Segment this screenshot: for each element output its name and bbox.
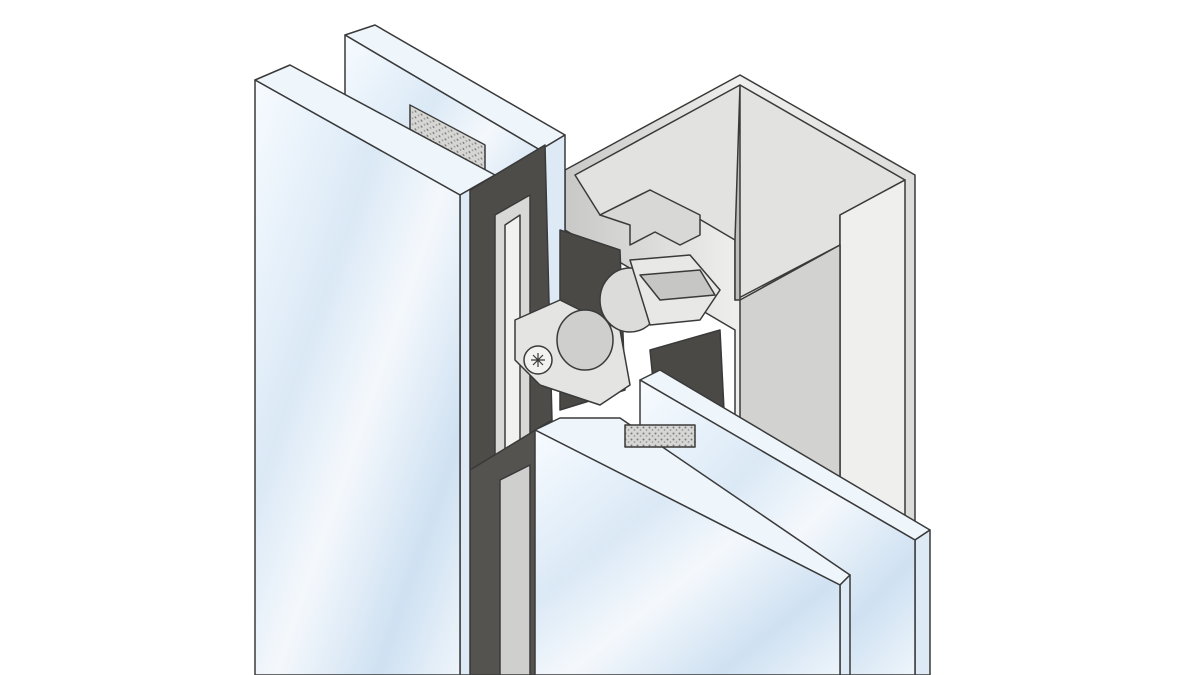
gasket-profile (409, 104, 553, 675)
seal-strip-lower (624, 424, 696, 448)
lower-glass-panel-front (534, 417, 851, 675)
fixing-bracket (514, 254, 721, 406)
tube-channel (599, 189, 701, 246)
left-glass-panel-front (254, 64, 496, 675)
